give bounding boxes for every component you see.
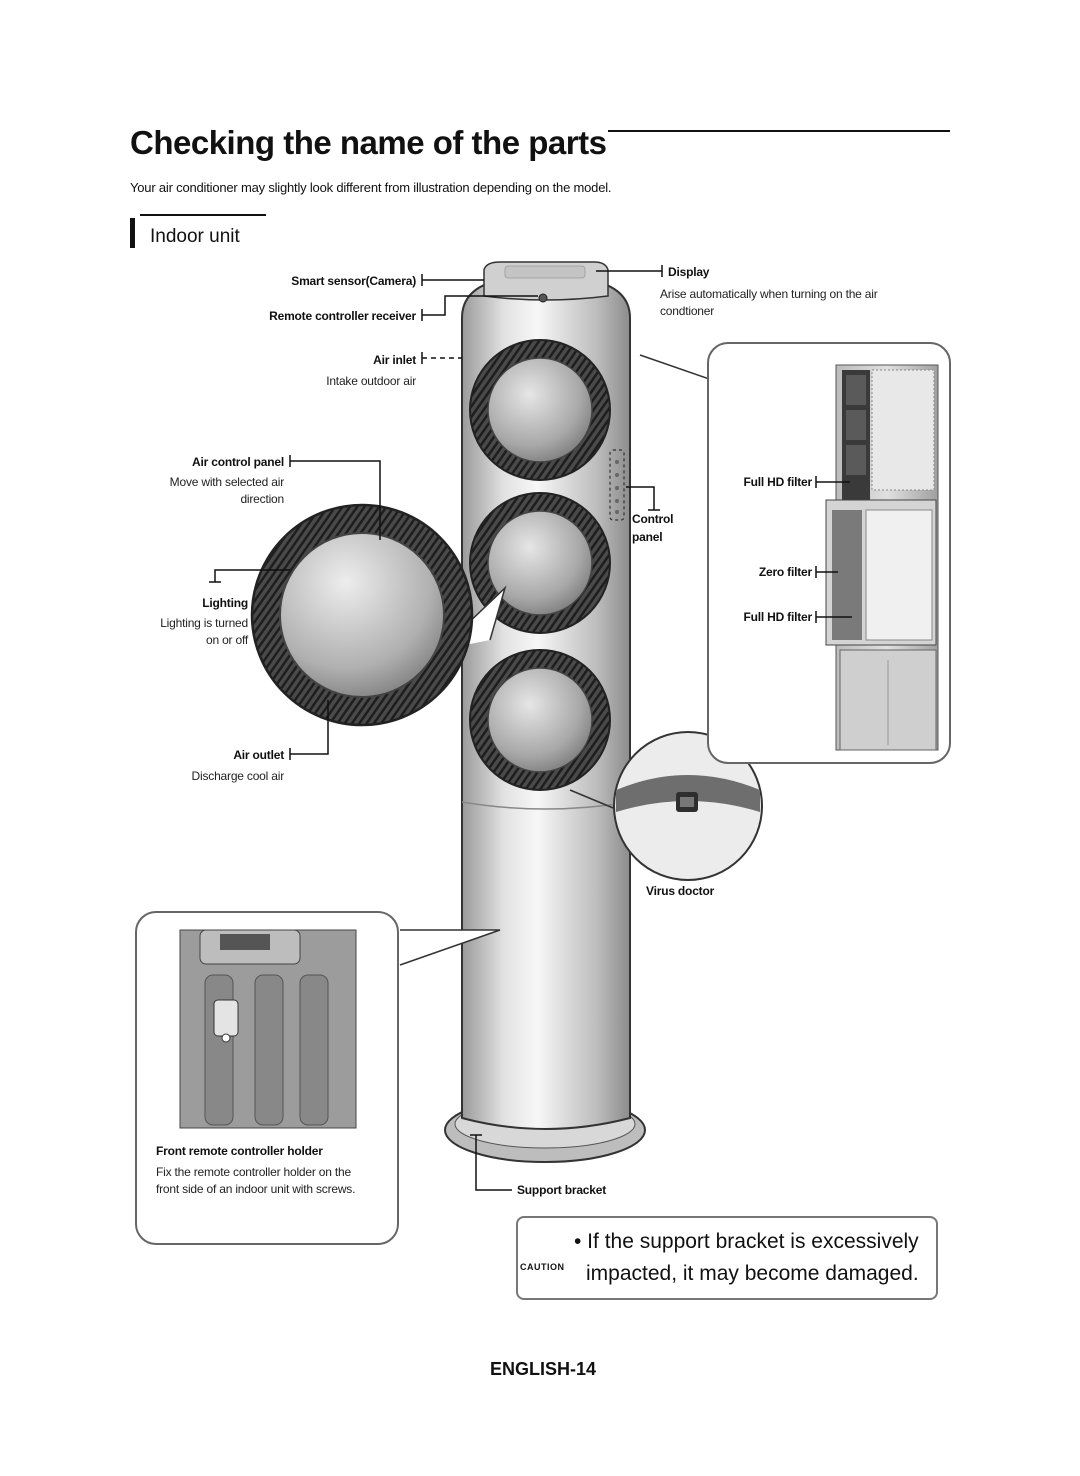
caution-message: • If the support bracket is excessively … xyxy=(574,1226,919,1290)
page-number: ENGLISH-14 xyxy=(490,1359,597,1379)
control-panel-label-2: panel xyxy=(632,530,663,544)
page-title: Checking the name of the parts xyxy=(130,124,607,161)
fan-outlet-bottom xyxy=(469,649,611,791)
front-remote-holder-desc1: Fix the remote controller holder on the xyxy=(156,1165,351,1179)
front-remote-holder-label: Front remote controller holder xyxy=(156,1144,323,1158)
caution-box xyxy=(516,1216,938,1300)
control-panel-label-1: Control xyxy=(632,512,674,526)
air-outlet-label: Air outlet xyxy=(233,748,284,762)
holder-panel xyxy=(179,929,357,1129)
air-inlet-label: Air inlet xyxy=(373,353,416,367)
lighting-desc2: on or off xyxy=(205,633,248,647)
section-divider xyxy=(140,214,266,216)
control-panel-strip xyxy=(609,449,625,521)
virus-doctor-label: Virus doctor xyxy=(646,884,715,898)
air-outlet-desc: Discharge cool air xyxy=(191,769,285,783)
remote-receiver-dot xyxy=(538,293,548,303)
full-hd-filter-bottom-label: Full HD filter xyxy=(743,610,812,624)
fan-outlet-top xyxy=(469,339,611,481)
section-title: Indoor unit xyxy=(150,226,240,247)
caution-line-1: • If the support bracket is excessively xyxy=(574,1230,919,1253)
air-control-panel-desc1: Move with selected air xyxy=(169,475,285,489)
filter-assembly xyxy=(825,364,939,751)
display-label: Display xyxy=(668,265,710,279)
lighting-desc1: Lighting is turned xyxy=(160,616,248,630)
support-bracket-label: Support bracket xyxy=(517,1183,607,1197)
caution-line-2: impacted, it may become damaged. xyxy=(586,1262,919,1285)
air-control-panel-desc2: direction xyxy=(240,492,284,506)
section-marker xyxy=(130,218,135,248)
air-control-panel-label: Air control panel xyxy=(192,455,284,469)
front-remote-holder-desc2: front side of an indoor unit with screws… xyxy=(156,1182,356,1196)
display-desc1: Arise automatically when turning on the … xyxy=(660,287,878,301)
virus-doctor-zoom xyxy=(613,731,763,881)
lighting-label: Lighting xyxy=(202,596,248,610)
remote-receiver-label: Remote controller receiver xyxy=(269,309,416,323)
full-hd-filter-top-label: Full HD filter xyxy=(743,475,812,489)
air-inlet-desc: Intake outdoor air xyxy=(326,374,416,388)
fan-outlet-middle xyxy=(469,492,611,634)
zero-filter-label: Zero filter xyxy=(758,565,812,579)
display-desc2: condtioner xyxy=(660,304,715,318)
smart-sensor-label: Smart sensor(Camera) xyxy=(291,274,416,288)
title-divider xyxy=(608,130,950,132)
intro-text: Your air conditioner may slightly look d… xyxy=(130,180,612,195)
fan-zoom xyxy=(250,503,474,727)
caution-word: CAUTION xyxy=(520,1262,565,1272)
